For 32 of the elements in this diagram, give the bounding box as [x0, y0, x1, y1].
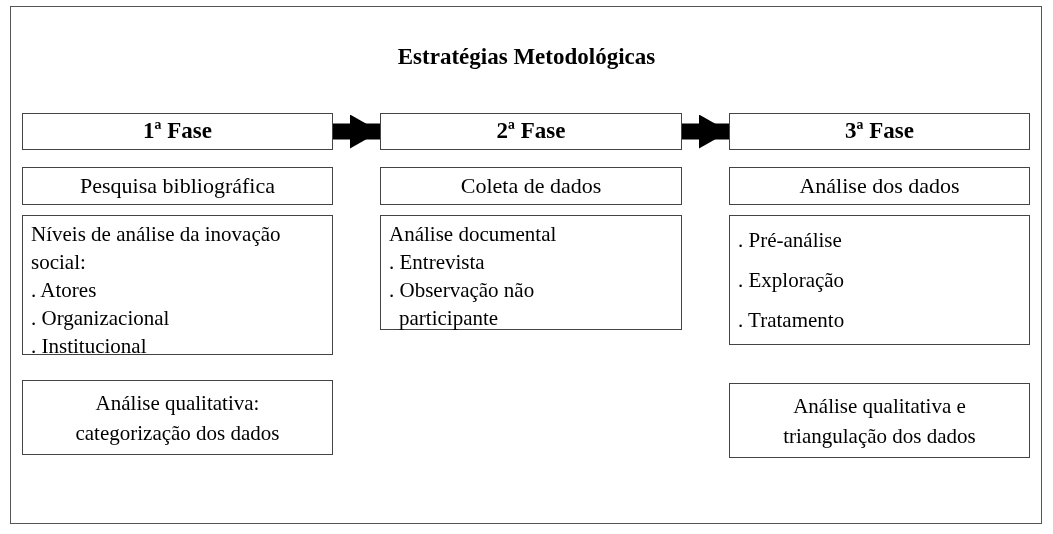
stage-box	[22, 167, 333, 205]
list-item: . Tratamento	[738, 307, 846, 334]
phase-box	[729, 113, 1030, 150]
box-text: Análise qualitativa: categorização dos dados	[74, 389, 281, 447]
list-item: . Organizacional	[31, 305, 171, 332]
stage-box	[380, 167, 682, 205]
list-item: . Observação não participante	[389, 277, 536, 332]
stage-box	[729, 167, 1030, 205]
list-box	[380, 215, 682, 330]
phase-box	[22, 113, 333, 150]
result-box	[22, 380, 333, 455]
list-item: . Atores	[31, 277, 98, 304]
arrow	[682, 114, 729, 149]
phase-label: 1ª Fase	[143, 117, 212, 146]
phase-box	[380, 113, 682, 150]
list-box	[22, 215, 333, 355]
list-item: . Institucional	[31, 333, 148, 360]
list-heading: Análise documental	[389, 221, 558, 248]
phase-label: 3ª Fase	[845, 117, 914, 146]
result-box	[729, 383, 1030, 458]
arrow	[333, 114, 380, 149]
stage-label: Pesquisa bibliográfica	[80, 172, 275, 200]
list-item: . Entrevista	[389, 249, 486, 276]
phase-label: 2ª Fase	[496, 117, 566, 146]
box-text: Análise qualitativa e triangulação dos dados	[782, 392, 977, 450]
diagram-title: Estratégias Metodológicas	[396, 43, 657, 71]
stage-label: Coleta de dados	[460, 172, 602, 200]
list-heading: Níveis de análise da inovação social:	[31, 221, 282, 276]
list-box	[729, 215, 1030, 345]
list-item: . Pré-análise	[738, 227, 843, 254]
stage-label: Análise dos dados	[799, 172, 960, 200]
list-item: . Exploração	[738, 267, 846, 294]
